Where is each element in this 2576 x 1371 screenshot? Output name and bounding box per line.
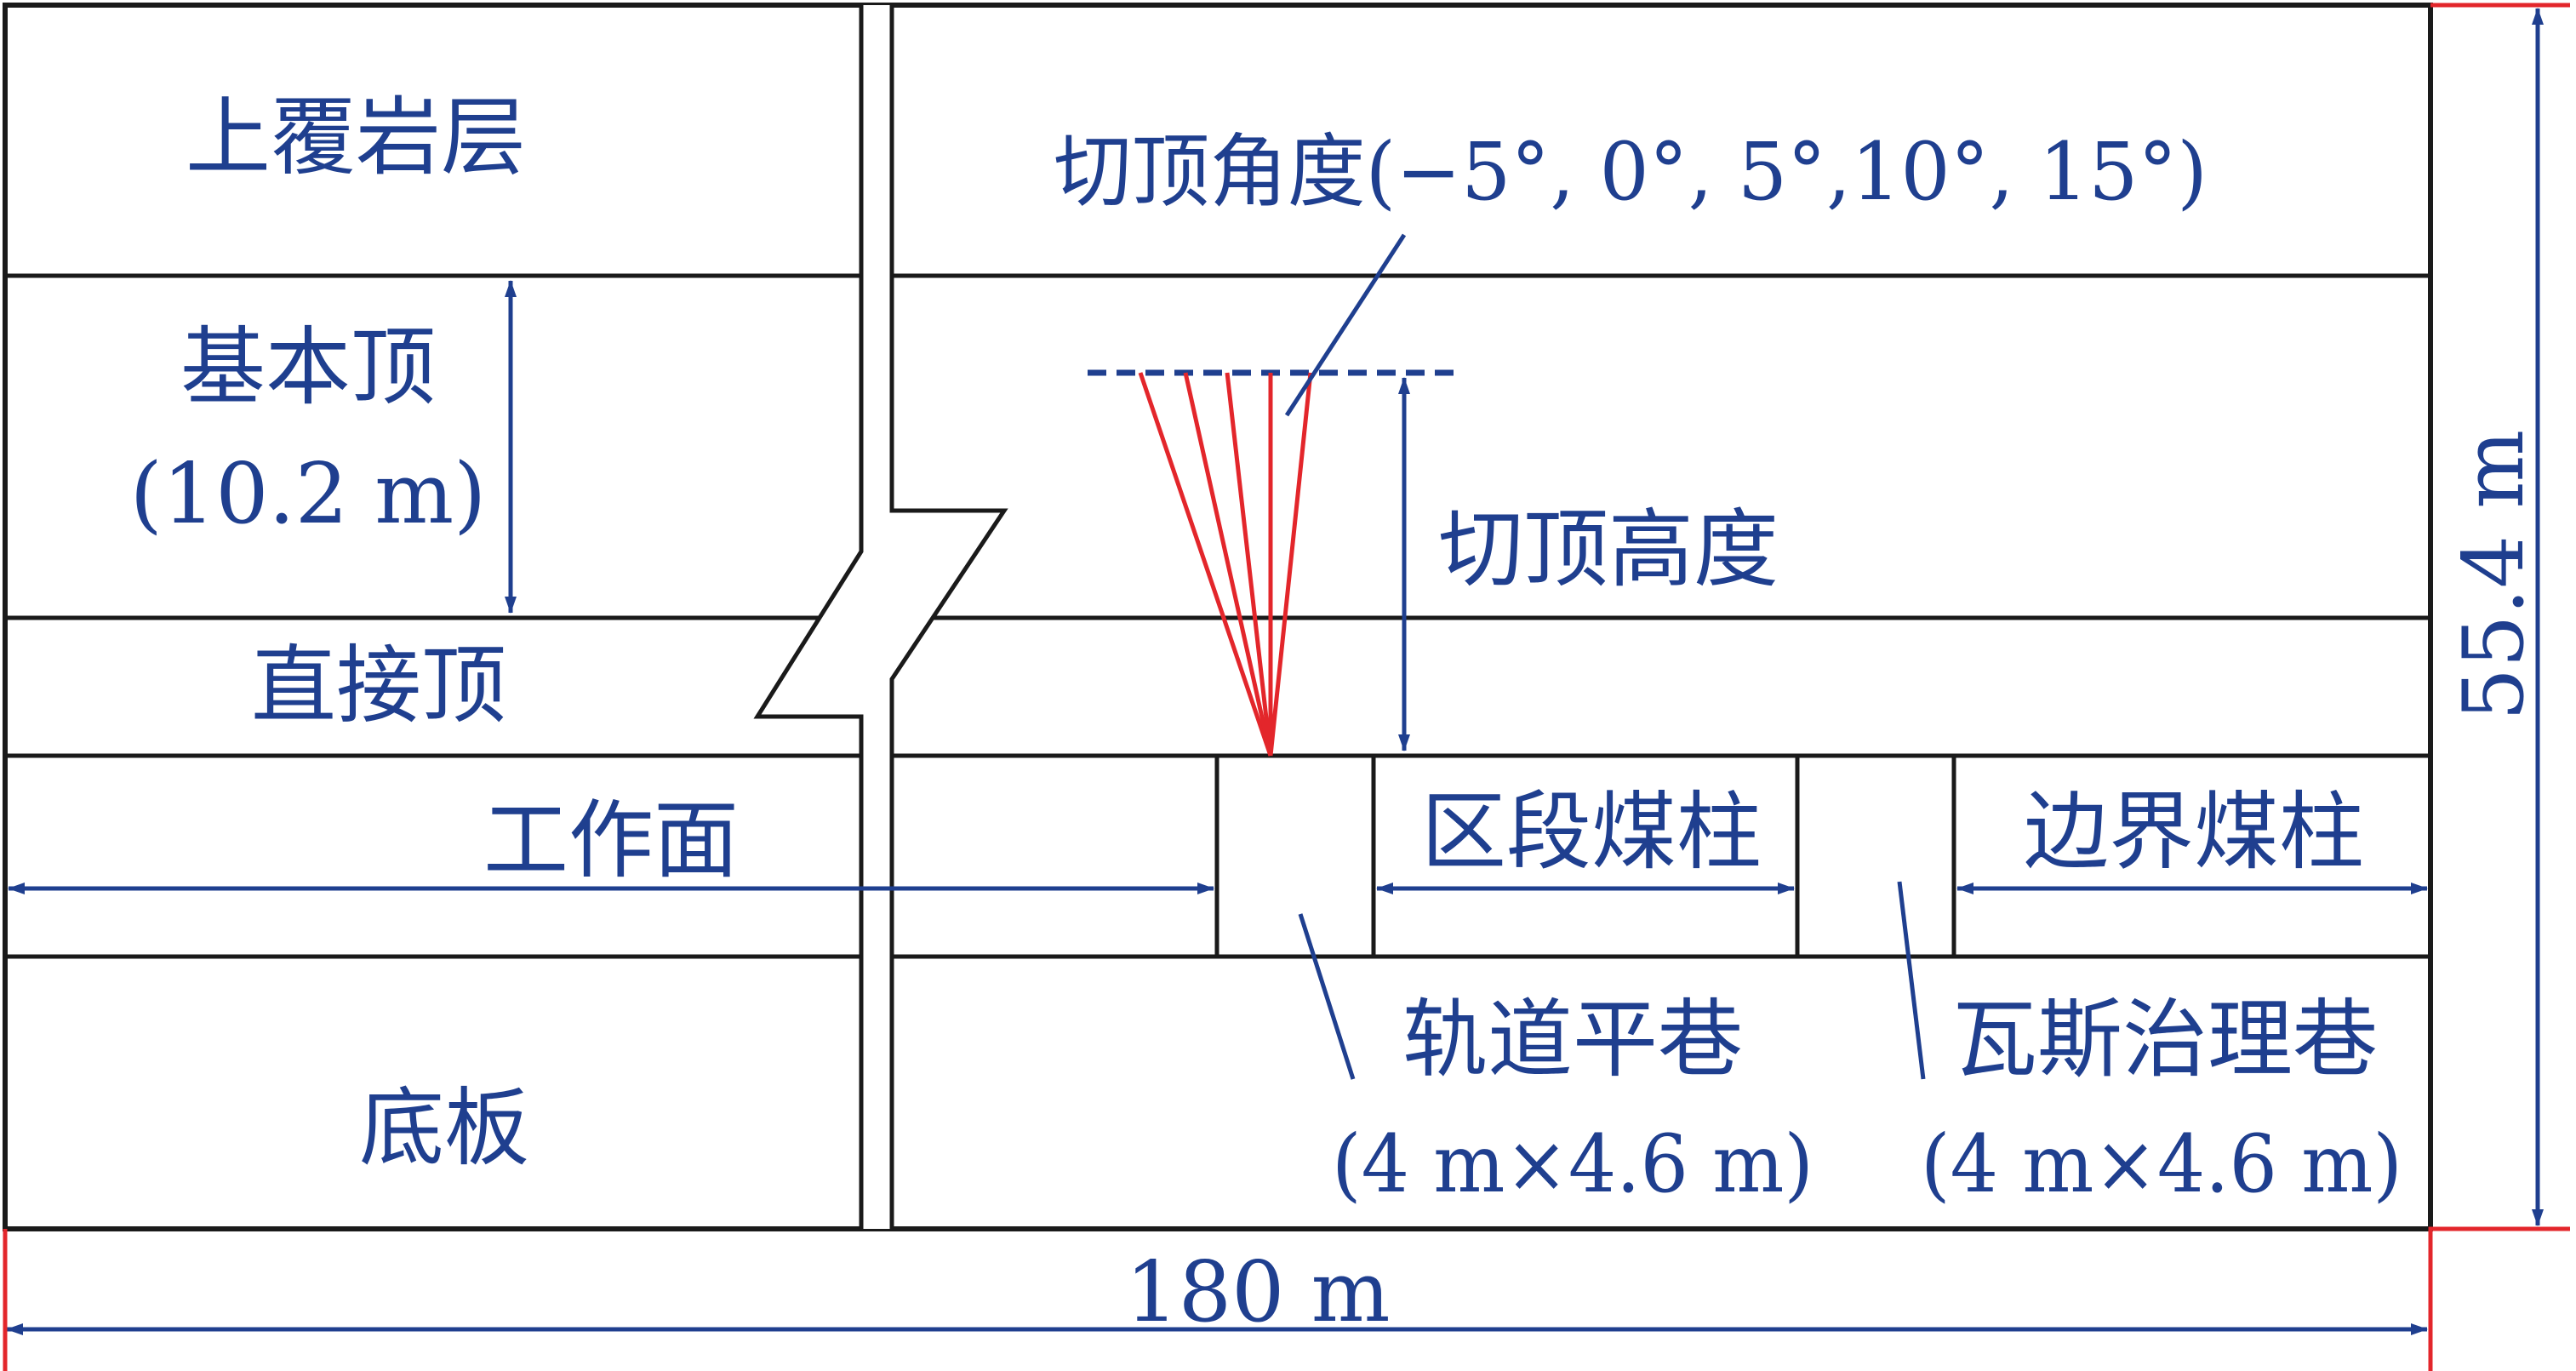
cut-height-label: 切顶高度 [1438, 500, 1779, 599]
cut-angle-leader [1284, 233, 1407, 417]
cut-line-angle-minus-5 [1268, 372, 1313, 757]
gas-roadway-label: 瓦斯治理巷 [1952, 990, 2378, 1089]
overburden-label: 上覆岩层 [186, 88, 526, 187]
main-roof-label: 基本顶 [180, 317, 436, 417]
boundary-pillar-label: 边界煤柱 [2024, 782, 2364, 882]
floor-label: 底板 [359, 1078, 529, 1178]
roof-cutting-lines [1088, 369, 1464, 757]
immediate-roof-label: 直接顶 [251, 636, 506, 735]
break-line-right [889, 5, 1008, 1229]
roadway-walls [1214, 756, 1956, 957]
leader-lines [1284, 233, 1926, 1080]
extent-ticks [3, 3, 2570, 1371]
gas-roadway-leader [1897, 881, 1926, 1080]
track-roadway-leader [1298, 913, 1356, 1080]
track-roadway-size-label: (4 m×4.6 m) [1332, 1118, 1813, 1211]
cut-angle-label: 切顶角度(−5°, 0°, 5°,10°, 15°) [1054, 126, 2208, 219]
dimension-arrows [6, 8, 2544, 1335]
total-width-label: 180 m [1125, 1244, 1390, 1341]
labels: 上覆岩层 基本顶 (10.2 m) 直接顶 工作面 底板 切顶角度(−5°, 0… [130, 88, 2543, 1341]
section-pillar-label: 区段煤柱 [1421, 782, 1762, 882]
cut-line-angle-15 [1138, 372, 1273, 757]
cut-line-angle-5 [1225, 372, 1273, 757]
break-gap-fill [757, 5, 1004, 1229]
bottom-right-extent-tick [2428, 1226, 2570, 1371]
gas-roadway-size-label: (4 m×4.6 m) [1921, 1118, 2402, 1211]
total-height-label: 55.4 m [2446, 430, 2543, 721]
cut-line-angle-10 [1183, 372, 1273, 757]
working-face-label: 工作面 [483, 791, 739, 890]
track-roadway-label: 轨道平巷 [1402, 990, 1743, 1089]
main-roof-thickness-label: (10.2 m) [130, 446, 487, 543]
